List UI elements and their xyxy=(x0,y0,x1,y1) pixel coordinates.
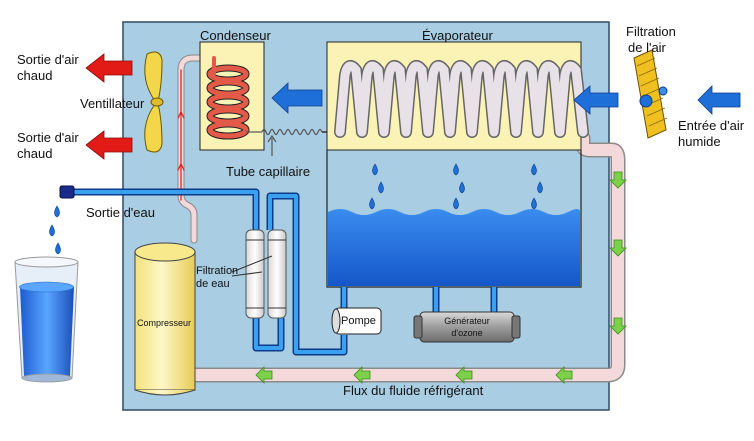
ozone-label-line1: Générateur xyxy=(444,316,490,326)
water-drops xyxy=(369,163,543,210)
air-filter-label-line1: Filtration xyxy=(626,24,676,39)
humid-air-label-line2: humide xyxy=(678,134,721,149)
air-particle-2 xyxy=(658,86,668,96)
evaporator-coil xyxy=(334,60,589,138)
water-drop xyxy=(531,163,537,176)
hot-air-out-arrow-top xyxy=(85,53,133,83)
refrigerant-flow-arrows xyxy=(255,171,627,384)
evaporator-label: Évaporateur xyxy=(422,28,493,43)
humid-air-label-line1: Entrée d'air xyxy=(678,118,745,133)
water-drop xyxy=(372,163,378,176)
water-drop xyxy=(459,181,465,194)
evaporator-to-condenser-arrow xyxy=(271,82,323,114)
air-flow-arrows xyxy=(271,82,741,115)
flow-arrow-down-1 xyxy=(609,171,627,189)
flow-arrow-left-3 xyxy=(353,366,371,384)
water-filter-label-line2: de eau xyxy=(196,278,230,290)
water-pipes xyxy=(68,188,498,356)
fan-label: Ventillateur xyxy=(80,96,145,111)
flow-arrow-left-4 xyxy=(255,366,273,384)
hot-air-bottom-label-line2: chaud xyxy=(17,146,53,161)
outlet-drops xyxy=(49,205,61,255)
flow-arrow-down-2 xyxy=(609,239,627,257)
refrigerant-flow-label: Flux du fluide réfrigérant xyxy=(343,383,484,398)
humid-air-in-arrow xyxy=(697,85,741,115)
ozone-generator xyxy=(413,311,521,343)
flow-arrow-down-3 xyxy=(609,317,627,335)
ozone-label-line2: d'ozone xyxy=(451,328,483,338)
capillary-label: Tube capillaire xyxy=(226,164,311,179)
hot-air-arrows xyxy=(85,53,133,160)
fan-icon xyxy=(144,51,164,153)
hot-air-bottom-label-line1: Sortie d'air xyxy=(17,130,79,145)
air-filter-label-line2: de l'air xyxy=(628,40,666,55)
water-drop xyxy=(378,181,384,194)
water-glass xyxy=(14,256,79,383)
water-filter-pointer xyxy=(231,255,273,277)
refrigerant-pipe xyxy=(188,130,626,383)
red-flow-tick-1 xyxy=(177,110,185,119)
pump-label: Pompe xyxy=(341,315,376,327)
condenser-label: Condenseur xyxy=(200,28,271,43)
water-tank xyxy=(326,150,582,288)
hot-air-top-label-line2: chaud xyxy=(17,68,53,83)
flow-arrow-left-2 xyxy=(455,366,473,384)
water-filters xyxy=(231,229,287,319)
water-drop xyxy=(49,224,55,237)
water-out-label: Sortie d'eau xyxy=(86,205,155,220)
water-drop xyxy=(537,181,543,194)
water-drop xyxy=(369,197,375,210)
water-outlet xyxy=(59,185,75,199)
air-particle-1 xyxy=(639,94,653,108)
red-flow-tick-2 xyxy=(177,162,185,171)
water-filter-cartridge-2 xyxy=(267,229,287,319)
capillary-pointer xyxy=(267,134,277,156)
water-drop xyxy=(531,197,537,210)
condenser-coil xyxy=(206,56,250,140)
hot-air-out-arrow-bottom xyxy=(85,130,133,160)
water-drop xyxy=(453,197,459,210)
compressor-condenser-pipe xyxy=(177,54,218,244)
air-filter xyxy=(633,49,668,139)
air-to-evaporator-arrow xyxy=(573,85,619,115)
flow-arrow-left-1 xyxy=(555,366,573,384)
water-drop xyxy=(54,205,60,218)
pump xyxy=(331,307,382,335)
water-filter-label-line1: Filtration xyxy=(196,265,239,277)
compressor xyxy=(134,242,196,396)
water-drop xyxy=(453,163,459,176)
water-drop xyxy=(55,242,61,255)
compressor-label: Compresseur xyxy=(137,318,192,328)
hot-air-top-label-line1: Sortie d'air xyxy=(17,52,79,67)
